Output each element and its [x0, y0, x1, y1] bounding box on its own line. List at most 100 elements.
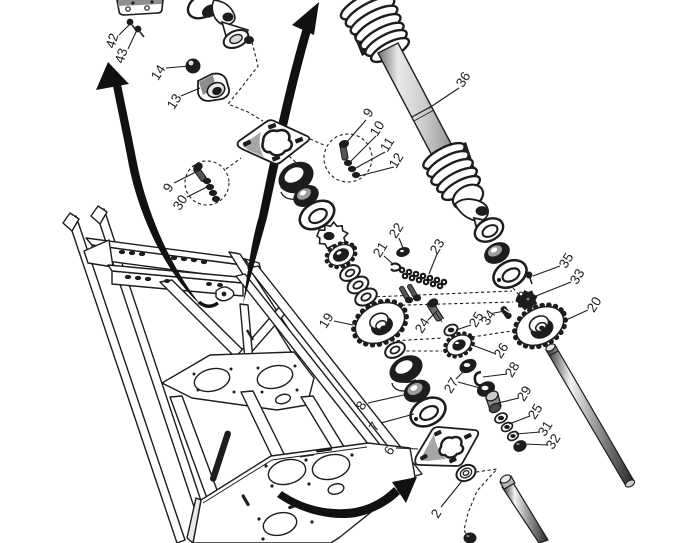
upper-universal-joint: [186, 0, 254, 50]
part-number-22: 22: [386, 220, 407, 241]
chain-23: [398, 266, 448, 290]
part-number-25: 25: [466, 309, 487, 330]
seal-ring-top: [298, 199, 336, 231]
frame-left-rails: [62, 205, 214, 543]
leader-line-13: [180, 87, 201, 97]
sprocket-19: [351, 298, 409, 348]
leader-line-20: [565, 309, 589, 321]
frame-bottom-plate: [186, 442, 416, 543]
part-number-24: 24: [412, 315, 433, 336]
washer-2: [455, 463, 477, 483]
part-number-36: 36: [453, 69, 474, 90]
part-number-21: 21: [370, 239, 391, 260]
bearing-under-yoke: [484, 242, 510, 264]
frame-right-rail: [235, 265, 423, 478]
leader-line-2: [440, 480, 463, 508]
leader-line-33: [535, 281, 572, 297]
part-number-25: 25: [525, 401, 546, 422]
leader-line-42: [118, 23, 131, 36]
middle-hardware: [390, 247, 527, 452]
washers-25b: [494, 412, 514, 433]
dashed-circle-left: [184, 160, 230, 206]
part-number-27: 27: [441, 375, 462, 396]
washer-under-19: [384, 341, 406, 359]
part-number-9: 9: [360, 105, 377, 119]
leader-line-22: [398, 237, 404, 249]
leader-line-32: [523, 443, 549, 446]
bolt-set-left: [193, 162, 221, 203]
anchor-plate-top-left: [116, 0, 164, 38]
part-number-35: 35: [556, 250, 577, 271]
seal-right: [492, 258, 528, 290]
bolt-24: [426, 298, 445, 323]
bottom-edge-bolt: [463, 532, 477, 543]
part-number-2: 2: [428, 506, 445, 520]
part-number-33: 33: [567, 266, 588, 287]
bolt-35: [525, 271, 533, 285]
part-number-26: 26: [491, 340, 512, 361]
part-number-42: 42: [103, 31, 122, 50]
pin-34: [500, 306, 512, 320]
arrow-bottom-right: [277, 477, 417, 519]
leader-line-24: [427, 310, 438, 321]
leader-line-9: [173, 169, 201, 184]
arrow-left-up: [96, 62, 219, 308]
leader-line-29: [497, 397, 520, 404]
leader-line-6: [395, 447, 419, 450]
part-number-12: 12: [386, 150, 407, 171]
ball-14: [185, 58, 201, 74]
ratchet-33: [515, 289, 538, 311]
washer-stack: [339, 264, 378, 307]
leader-line-10: [349, 135, 377, 163]
part-number-13: 13: [164, 91, 185, 112]
washer-27a: [459, 358, 477, 374]
bearing-top: [293, 185, 319, 207]
leader-line-27: [455, 368, 467, 380]
pto-shaft: [339, 0, 491, 232]
part-number-19: 19: [316, 310, 337, 331]
leader-line-8: [367, 393, 409, 404]
bearing-8: [403, 379, 431, 403]
part-number-30: 30: [170, 192, 191, 213]
leader-line-31: [515, 431, 541, 435]
leader-line-34: [493, 310, 506, 314]
long-rod: [545, 343, 636, 488]
part-number-11: 11: [377, 135, 397, 155]
part-number-43: 43: [112, 46, 131, 65]
part-number-32: 32: [543, 431, 564, 452]
part-number-20: 20: [584, 294, 605, 315]
part-number-23: 23: [427, 236, 448, 257]
leader-line-25: [508, 415, 531, 425]
leader-line-12: [358, 166, 395, 177]
leader-line-19: [333, 320, 354, 326]
mount-plate: [236, 119, 311, 165]
leader-line-25: [455, 324, 472, 331]
dashed-circle-right: [323, 133, 373, 183]
part-number-31: 31: [535, 418, 556, 439]
small-gear: [324, 240, 358, 270]
leader-line-35: [532, 265, 561, 277]
leader-line-11: [353, 151, 386, 170]
sprocket-20: [512, 302, 568, 350]
leader-line-27: [457, 381, 481, 389]
nut-22: [396, 247, 410, 257]
leader-line-28: [482, 373, 508, 378]
part-number-14: 14: [148, 62, 169, 83]
nut-32: [513, 440, 527, 452]
right-parts-chain: [473, 217, 568, 350]
leader-line-9: [345, 119, 367, 144]
leader-line-43: [127, 29, 138, 50]
machine-frame: [62, 205, 423, 543]
bushing-29: [485, 390, 502, 414]
frame-rail-holes: [118, 249, 223, 287]
leader-line-36: [428, 87, 460, 109]
bolt-set-right: [338, 140, 361, 179]
seal-7: [409, 396, 447, 428]
leader-line-23: [428, 253, 438, 275]
frame-details: [209, 286, 255, 482]
part-number-10: 10: [367, 118, 388, 139]
flanged-nut-13: [197, 72, 231, 102]
